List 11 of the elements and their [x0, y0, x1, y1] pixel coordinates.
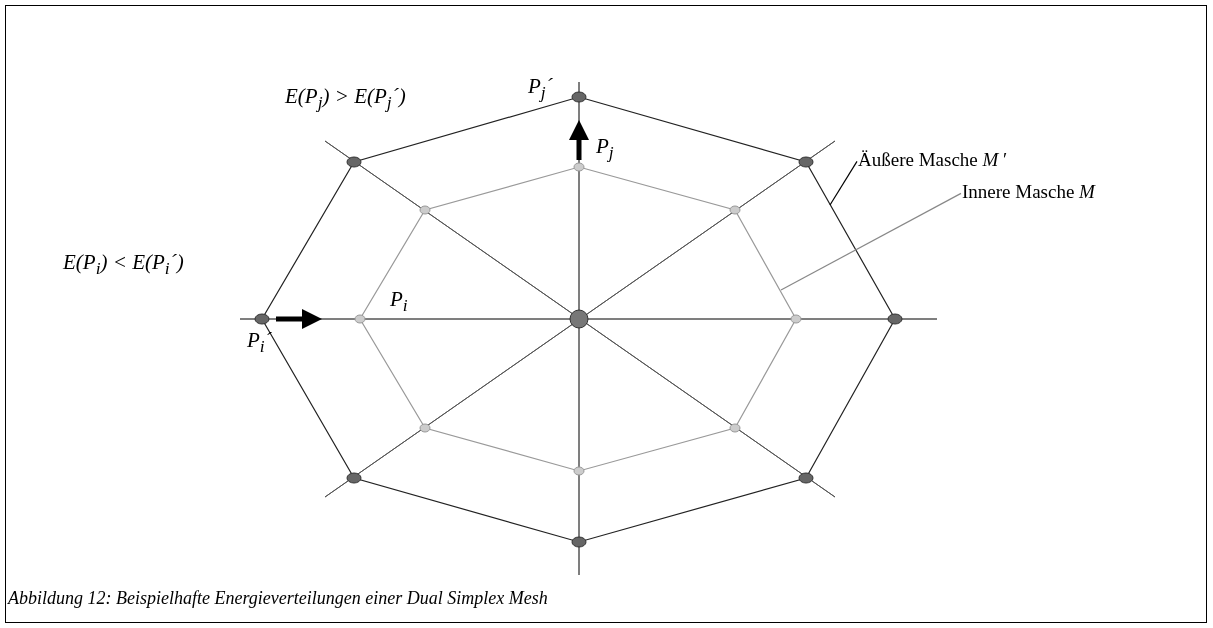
figure-caption: Abbildung 12: Beispielhafte Energieverteilungen einer Dual Simplex Mesh: [8, 588, 548, 609]
leader-line: [829, 160, 858, 206]
point-label: E(P$_{i}$) < E(P$_{i}$´): [63, 252, 184, 278]
point-label: P$_{i}$: [390, 289, 408, 315]
leader-line: [780, 192, 962, 291]
mesh-label: Äußere Masche M ′: [858, 150, 1008, 169]
mesh-label: Innere Masche M: [962, 182, 1095, 201]
point-label: P$_{j}$: [596, 136, 614, 162]
point-label: E(P$_{j}$) > E(P$_{j}$´): [285, 86, 406, 112]
point-label: P$_{i}$´: [247, 330, 272, 356]
point-label: P$_{j}$´: [528, 76, 553, 102]
